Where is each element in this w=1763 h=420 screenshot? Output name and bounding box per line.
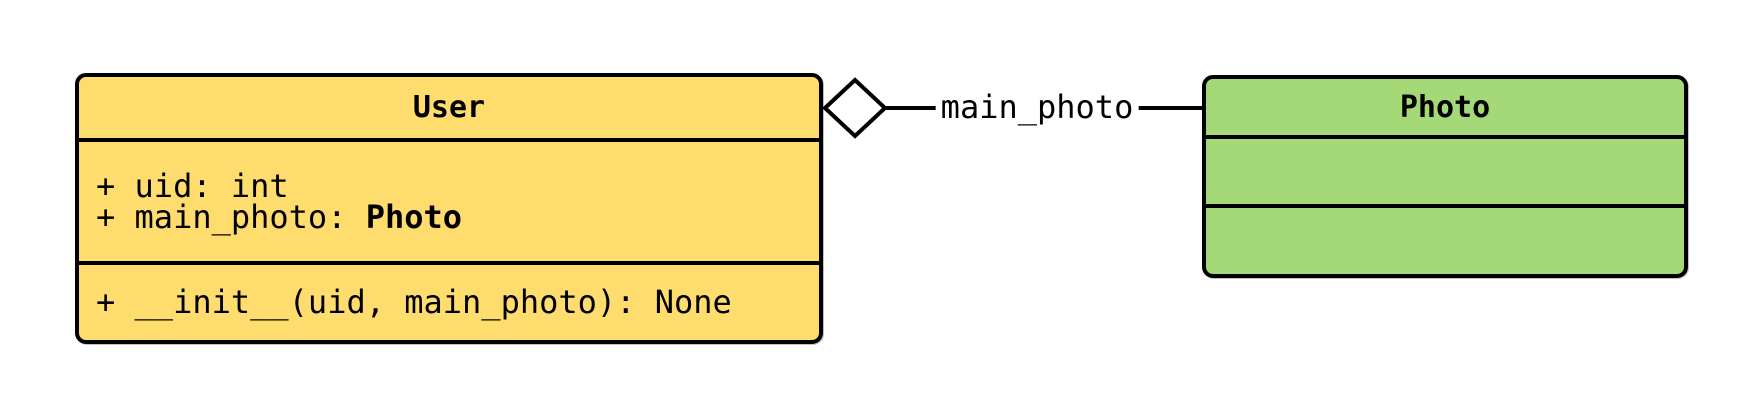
attribute-type-ref: Photo xyxy=(365,197,463,236)
class-user-methods: + __init__(uid, main_photo): None xyxy=(79,265,819,340)
attribute-prefix: + main_photo: xyxy=(96,197,366,236)
aggregation-diamond-icon xyxy=(822,77,888,139)
attribute-row-uid: + uid: int xyxy=(96,170,802,202)
class-photo-title: Photo xyxy=(1206,79,1684,139)
class-user-title: User xyxy=(79,77,819,142)
attribute-type: int xyxy=(230,166,289,205)
method-row-init: + __init__(uid, main_photo): None xyxy=(96,283,732,321)
relationship-label: main_photo xyxy=(935,88,1139,126)
class-node-photo: Photo xyxy=(1202,75,1688,278)
class-node-user: User + uid: int + main_photo: Photo + __… xyxy=(75,73,823,344)
attribute-row-main-photo: + main_photo: Photo xyxy=(96,201,802,233)
class-user-attributes: + uid: int + main_photo: Photo xyxy=(79,142,819,265)
class-photo-methods-empty xyxy=(1206,208,1684,274)
attribute-prefix: + uid: xyxy=(96,166,231,205)
class-photo-attributes-empty xyxy=(1206,139,1684,208)
